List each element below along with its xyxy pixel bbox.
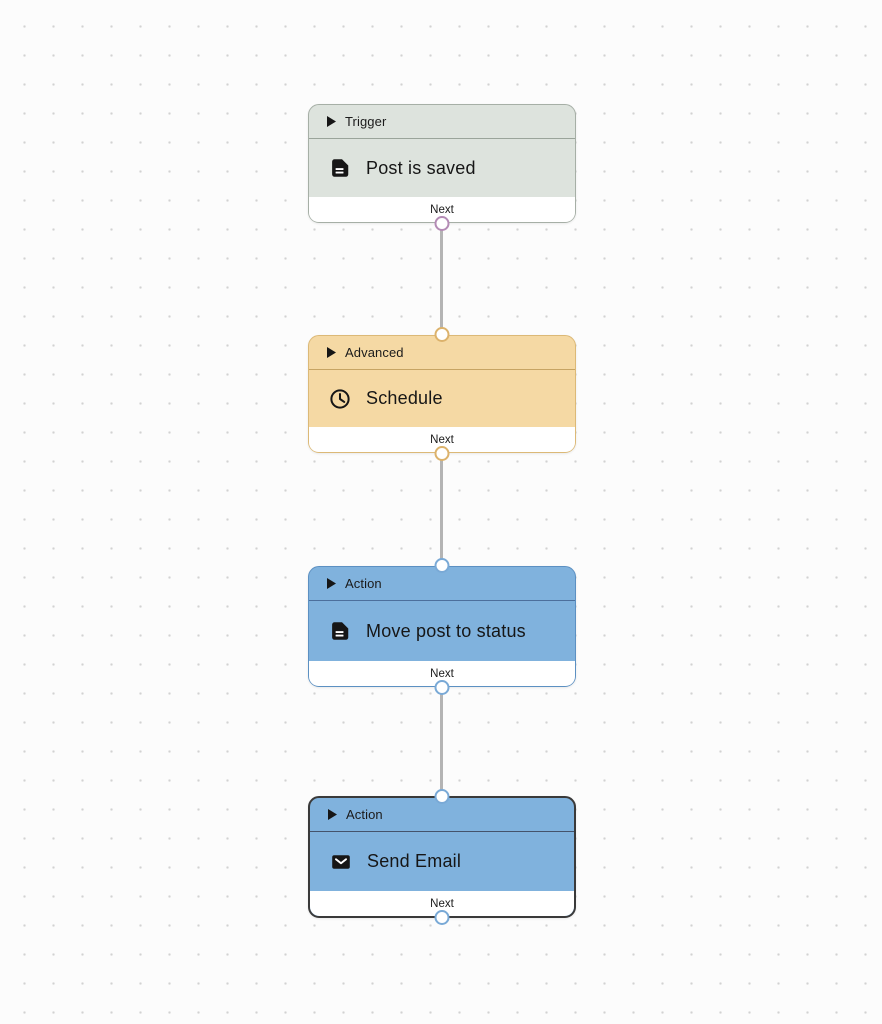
mail-icon bbox=[330, 851, 352, 873]
node-body[interactable]: Post is saved bbox=[309, 139, 575, 197]
node-header[interactable]: Trigger bbox=[309, 105, 575, 139]
play-icon bbox=[327, 116, 336, 127]
connector-line[interactable] bbox=[440, 452, 443, 567]
node-body[interactable]: Send Email bbox=[310, 832, 574, 891]
node-header[interactable]: Action bbox=[310, 798, 574, 832]
next-output-label: Next bbox=[430, 897, 454, 910]
document-icon bbox=[329, 620, 351, 642]
node-category-label: Advanced bbox=[345, 345, 404, 360]
next-output-label: Next bbox=[430, 667, 454, 680]
clock-icon bbox=[329, 388, 351, 410]
play-icon bbox=[328, 809, 337, 820]
input-port[interactable] bbox=[434, 789, 450, 804]
next-output-label: Next bbox=[430, 433, 454, 446]
node-category-label: Action bbox=[345, 576, 382, 591]
node-action-move-post-to-status[interactable]: Action Move post to status Next bbox=[308, 558, 576, 695]
node-body[interactable]: Schedule bbox=[309, 370, 575, 427]
node-title: Post is saved bbox=[366, 157, 476, 178]
connector-line[interactable] bbox=[440, 686, 443, 797]
input-port[interactable] bbox=[434, 558, 450, 573]
play-icon bbox=[327, 578, 336, 589]
node-category-label: Trigger bbox=[345, 114, 387, 129]
node-category-label: Action bbox=[346, 807, 383, 822]
output-port[interactable] bbox=[434, 446, 450, 461]
document-icon bbox=[329, 157, 351, 179]
output-port[interactable] bbox=[434, 680, 450, 695]
output-port[interactable] bbox=[434, 216, 450, 231]
node-advanced-schedule[interactable]: Advanced Schedule Next bbox=[308, 327, 576, 461]
node-header[interactable]: Advanced bbox=[309, 336, 575, 370]
input-port[interactable] bbox=[434, 327, 450, 342]
node-title: Schedule bbox=[366, 388, 443, 408]
output-port[interactable] bbox=[434, 910, 450, 925]
node-title: Send Email bbox=[367, 851, 462, 871]
connector-line[interactable] bbox=[440, 223, 443, 336]
node-trigger-post-is-saved[interactable]: Trigger Post is saved Next bbox=[308, 104, 576, 231]
next-output-label: Next bbox=[430, 203, 454, 216]
play-icon bbox=[327, 347, 336, 358]
node-action-send-email[interactable]: Action Send Email Next bbox=[308, 789, 576, 925]
node-title: Move post to status bbox=[366, 620, 526, 641]
node-header[interactable]: Action bbox=[309, 567, 575, 601]
node-body[interactable]: Move post to status bbox=[309, 601, 575, 661]
